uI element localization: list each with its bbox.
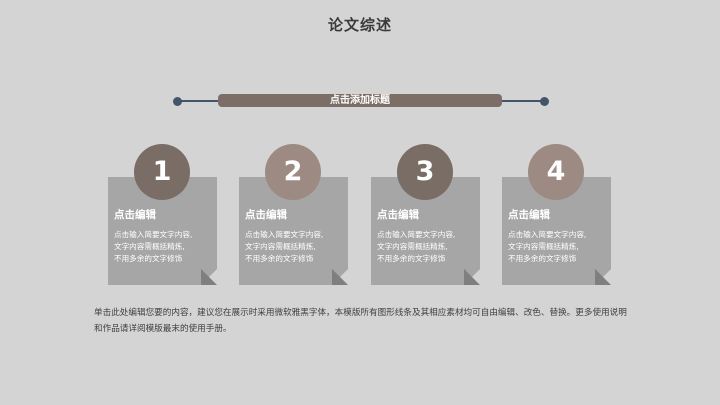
number-badge-2: 2 — [265, 144, 321, 200]
card-body[interactable]: 点击输入简要文字内容, 文字内容需概括精炼, 不用多余的文字修饰 — [114, 230, 193, 263]
card-heading[interactable]: 点击编辑 — [377, 209, 419, 221]
page-title[interactable]: 论文综述 — [327, 16, 392, 34]
number-badge-4: 4 — [528, 144, 584, 200]
card-body[interactable]: 点击输入简要文字内容, 文字内容需概括精炼, 不用多余的文字修饰 — [245, 230, 324, 263]
number-badge-3: 3 — [397, 144, 453, 200]
card-fold-flap — [464, 269, 480, 285]
card-2[interactable]: 点击编辑 点击输入简要文字内容, 文字内容需概括精炼, 不用多余的文字修饰 — [239, 177, 348, 285]
card-heading[interactable]: 点击编辑 — [114, 209, 156, 221]
card-body[interactable]: 点击输入简要文字内容, 文字内容需概括精炼, 不用多余的文字修饰 — [377, 230, 456, 263]
subtitle-banner[interactable]: 点击添加标题 — [218, 94, 502, 107]
number-badge-1: 1 — [134, 144, 190, 200]
footer-note[interactable]: 单击此处编辑您要的内容，建议您在展示时采用微软雅黑字体，本模版所有图形线条及其相… — [94, 308, 627, 334]
card-heading[interactable]: 点击编辑 — [245, 209, 287, 221]
connector-dot-right — [540, 96, 549, 106]
card-fold-flap — [595, 269, 611, 285]
card-1[interactable]: 点击编辑 点击输入简要文字内容, 文字内容需概括精炼, 不用多余的文字修饰 — [108, 177, 217, 285]
card-body[interactable]: 点击输入简要文字内容, 文字内容需概括精炼, 不用多余的文字修饰 — [508, 230, 587, 263]
card-fold-flap — [201, 269, 217, 285]
card-heading[interactable]: 点击编辑 — [508, 209, 550, 221]
card-fold-flap — [332, 269, 348, 285]
connector-dot-left — [173, 96, 182, 106]
